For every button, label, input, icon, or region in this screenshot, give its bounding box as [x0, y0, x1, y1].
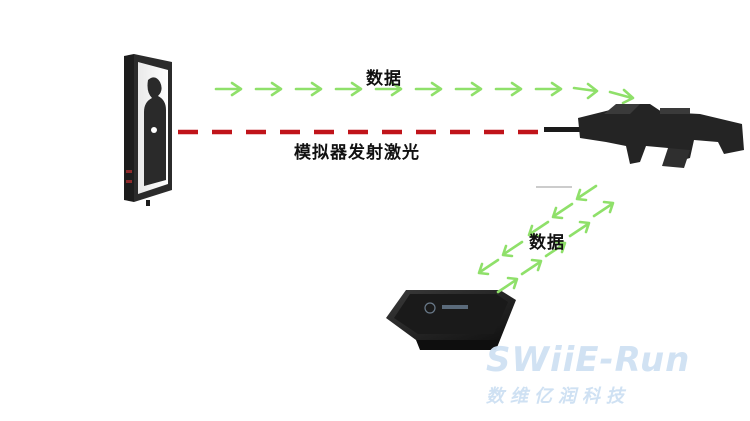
arrow-5: [374, 81, 403, 97]
arrow-up-right-3: [544, 240, 567, 258]
arrow-4: [334, 81, 363, 97]
arrow-11: [608, 88, 635, 105]
arrow-down-left-1: [575, 184, 598, 202]
arrow-10: [572, 82, 599, 100]
arrow-down-left-4: [501, 240, 524, 258]
label-data-diagonal: 数据: [529, 233, 565, 253]
diagonal-data-arrows: [477, 184, 615, 294]
arrow-up-right-1: [496, 276, 519, 294]
arrow-down-left-3: [527, 220, 550, 238]
arrow-down-left-2: [551, 202, 574, 220]
simulator-rifle: [536, 104, 744, 188]
arrow-up-right-5: [592, 200, 615, 218]
arrow-6: [414, 81, 443, 97]
arrow-7: [454, 81, 483, 97]
control-tablet: [386, 290, 516, 350]
label-laser: 模拟器发射激光: [294, 143, 420, 163]
arrow-down-left-5: [477, 258, 500, 276]
top-data-arrows: [214, 81, 635, 105]
watermark-subtitle: 数维亿润科技: [486, 386, 630, 407]
label-data-top: 数据: [366, 69, 402, 89]
arrow-up-right-2: [520, 258, 543, 276]
arrow-9: [534, 81, 563, 97]
arrow-2: [254, 81, 283, 97]
arrow-8: [494, 81, 523, 97]
shooting-target: [124, 54, 172, 206]
arrow-1: [214, 81, 243, 97]
arrow-3: [294, 81, 323, 97]
watermark-logo: SWiiE-Run: [486, 340, 691, 380]
arrow-up-right-4: [568, 220, 591, 238]
